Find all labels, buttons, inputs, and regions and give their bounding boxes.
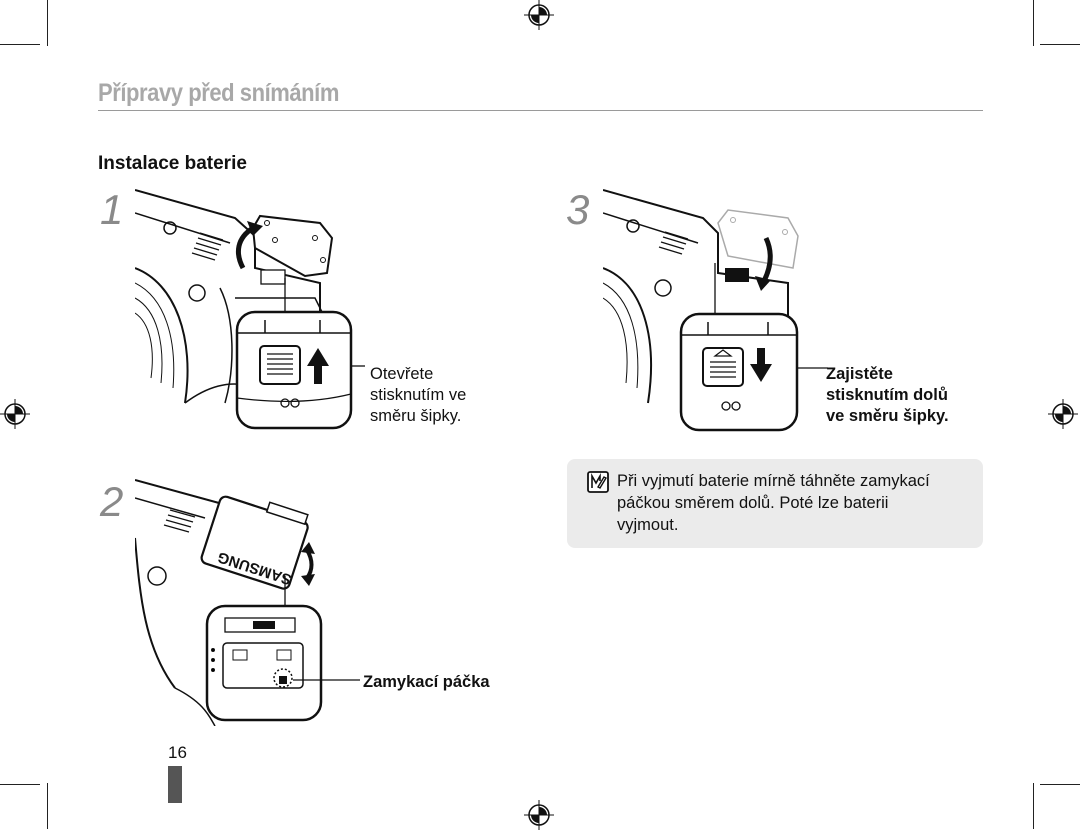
callout-line: směru šipky. [370, 407, 462, 425]
note-line: páčkou směrem dolů. Poté lze baterii [617, 494, 889, 512]
callout-line: Zamykací páčka [363, 673, 490, 691]
crop-mark [1040, 44, 1080, 45]
callout-line: stisknutím ve [370, 386, 467, 404]
crop-mark [1033, 783, 1034, 829]
step-number: 3 [566, 186, 590, 233]
note-line: vyjmout. [617, 516, 679, 534]
step-number: 1 [100, 186, 124, 233]
page-tab-marker [168, 766, 182, 803]
registration-mark-icon [1048, 399, 1078, 429]
step-1-callout: Otevřete stisknutím ve směru šipky. [370, 364, 500, 427]
registration-mark-icon [0, 399, 30, 429]
note-line: Při vyjmutí baterie mírně táhněte zamyka… [617, 472, 930, 490]
note-box [567, 459, 983, 548]
crop-mark [0, 784, 40, 785]
registration-mark-icon [524, 800, 554, 830]
step-2-callout: Zamykací páčka [363, 672, 513, 693]
crop-mark [47, 783, 48, 829]
step-3-camera-illustration [603, 189, 828, 432]
header-divider [98, 110, 983, 111]
callout-line: Otevřete [370, 365, 434, 383]
callout-line: Zajistěte [826, 365, 893, 383]
crop-mark [0, 44, 40, 45]
step-3-callout: Zajistěte stisknutím dolů ve směru šipky… [826, 364, 976, 427]
step-2-camera-illustration: SAMSUNG [135, 479, 360, 726]
crop-mark [1040, 784, 1080, 785]
step-number: 2 [100, 478, 124, 525]
section-title: Instalace baterie [98, 153, 247, 174]
callout-line: stisknutím dolů [826, 386, 948, 404]
crop-mark [1033, 0, 1034, 46]
note-pencil-icon [587, 471, 609, 493]
step-1-camera-illustration [135, 189, 365, 430]
crop-mark [47, 0, 48, 46]
page-number: 16 [168, 743, 187, 762]
registration-mark-icon [524, 0, 554, 30]
page-header-title: Přípravy před snímáním [98, 79, 339, 107]
note-text: Při vyjmutí baterie mírně táhněte zamyka… [617, 470, 967, 536]
callout-line: ve směru šipky. [826, 407, 949, 425]
